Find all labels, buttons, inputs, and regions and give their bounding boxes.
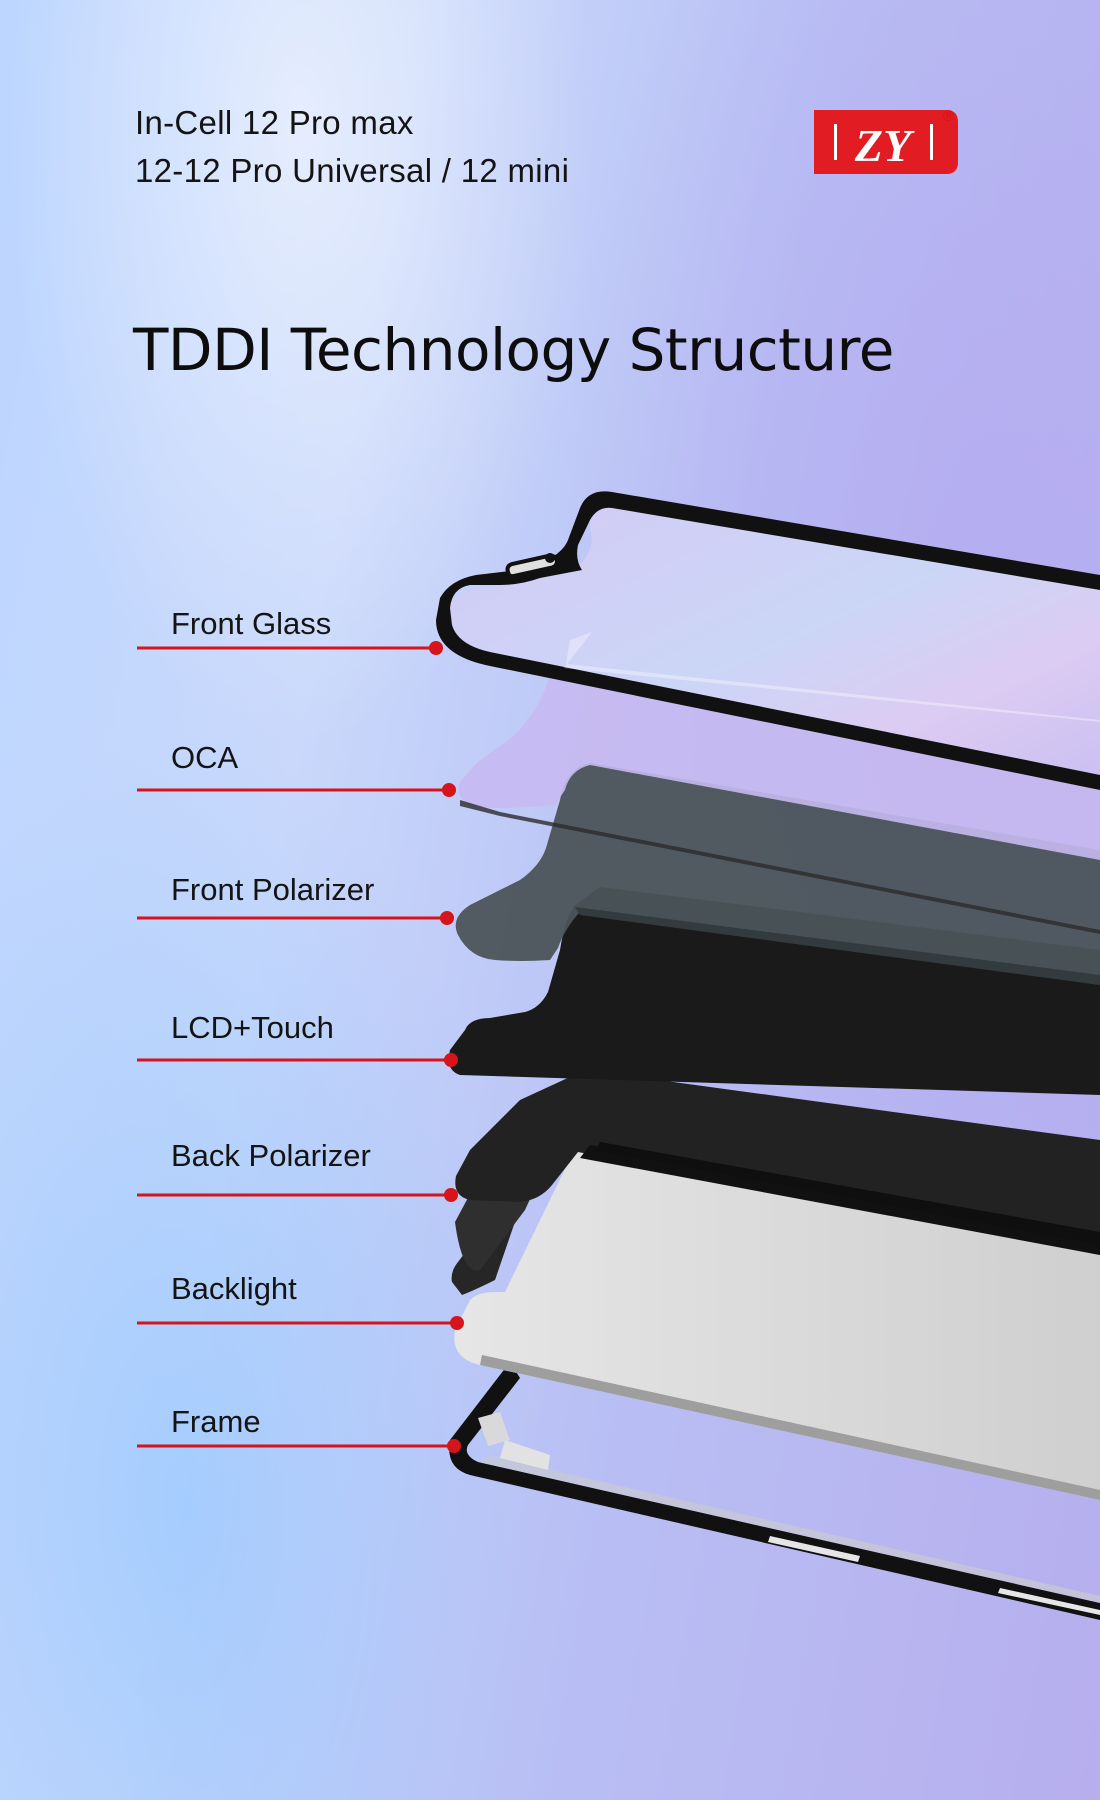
subtitle-line-1: In-Cell 12 Pro max: [135, 104, 414, 141]
zy-logo: ZY: [814, 110, 958, 174]
subtitle-line-2: 12-12 Pro Universal / 12 mini: [135, 152, 570, 189]
frame-layer: [449, 1362, 1100, 1620]
label-backlight: Backlight: [171, 1271, 297, 1306]
label-front-glass: Front Glass: [171, 606, 332, 641]
registered-mark: ®: [941, 107, 956, 125]
leader-backlight: [137, 1316, 464, 1330]
leader-front-glass: [137, 641, 443, 655]
label-lcd-touch: LCD+Touch: [171, 1010, 334, 1045]
leader-back-polarizer: [137, 1188, 458, 1202]
label-oca: OCA: [171, 740, 239, 775]
label-frame: Frame: [171, 1404, 261, 1439]
leader-lcd-touch: [137, 1053, 458, 1067]
logo-text: ZY: [854, 120, 915, 171]
label-back-polarizer: Back Polarizer: [171, 1138, 371, 1173]
leader-frame: [137, 1439, 461, 1453]
leader-lines: [137, 641, 464, 1453]
label-front-polarizer: Front Polarizer: [171, 872, 375, 907]
front-glass-layer: [436, 491, 1100, 790]
leader-oca: [137, 783, 456, 797]
dark-sheet: [455, 1070, 1100, 1255]
page-title: TDDI Technology Structure: [133, 316, 894, 384]
front-polarizer-layer: [455, 763, 1100, 985]
leader-front-polarizer: [137, 911, 454, 925]
